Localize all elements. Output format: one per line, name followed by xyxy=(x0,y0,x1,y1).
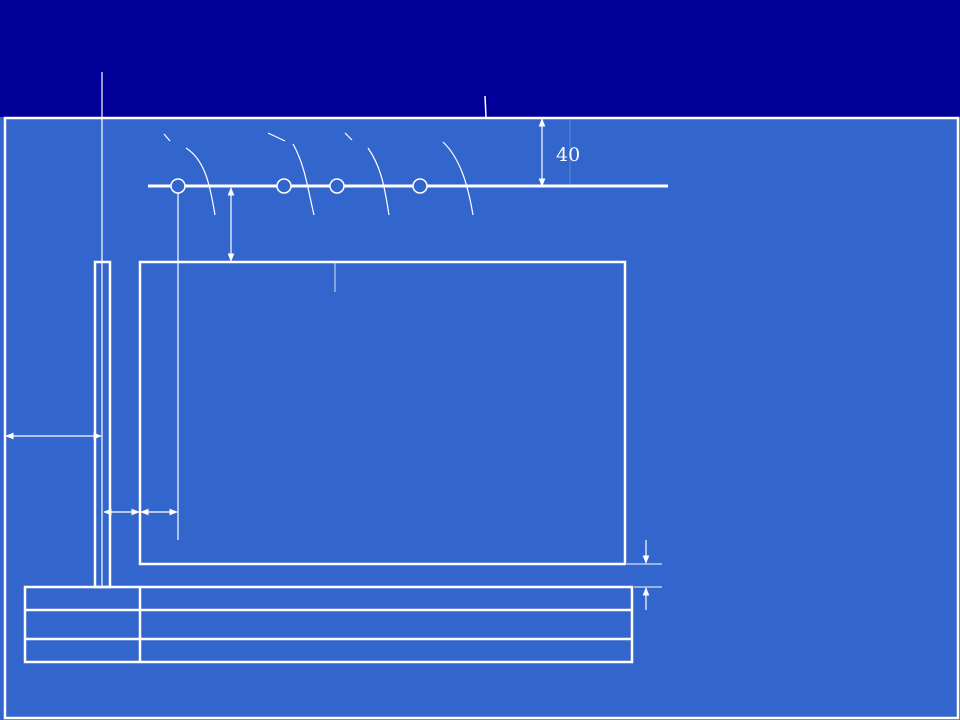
hole-1 xyxy=(170,178,186,194)
hole-3 xyxy=(329,178,345,194)
outer-frame xyxy=(3,116,960,720)
top-margin-label: 40 xyxy=(556,144,580,166)
content-frame xyxy=(138,260,627,566)
header-band xyxy=(0,0,960,117)
hole-2 xyxy=(276,178,292,194)
hole-4 xyxy=(412,178,428,194)
center-tick xyxy=(484,95,487,118)
leader-curves xyxy=(163,132,474,216)
title-block xyxy=(23,585,634,664)
